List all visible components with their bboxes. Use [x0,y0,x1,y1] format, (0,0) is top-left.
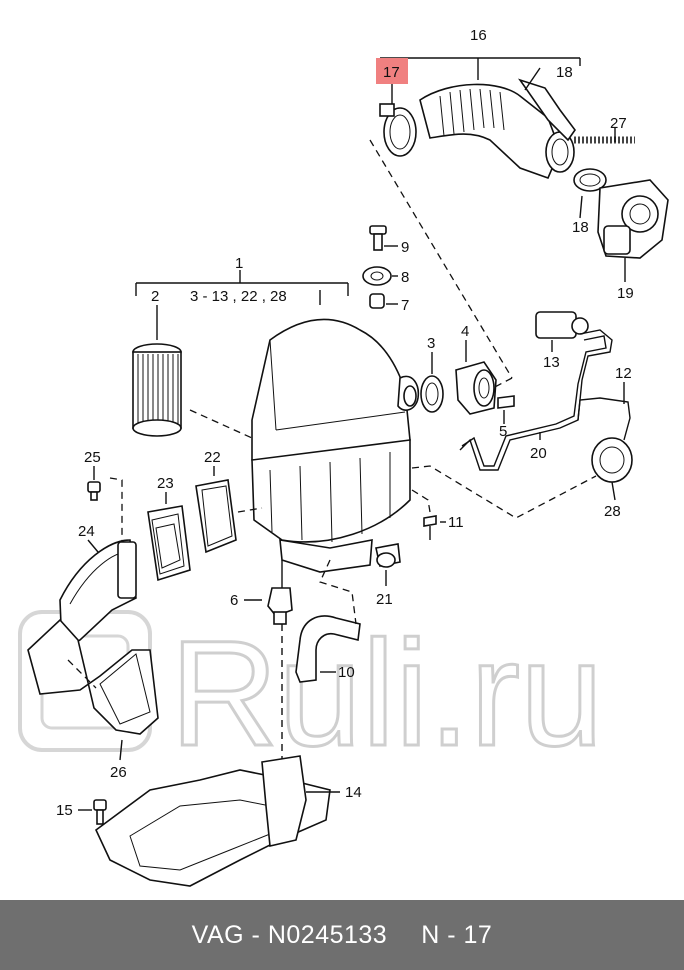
part-1-bracket [135,270,349,305]
callout-1-range: 3 - 13 , 22 , 28 [190,288,287,305]
part-28-vacuum-unit [591,437,633,501]
part-26-air-duct [27,618,159,761]
watermark-text: Ruli.ru [170,609,603,777]
part-11-screw [423,515,446,540]
position-label: N - 17 [421,920,493,949]
highlight-box [376,58,408,84]
callout-22: 22 [204,449,221,466]
air-filter-housing [251,318,420,573]
part-number-footer: VAG - N0245133 N - 17 [0,900,684,970]
part-22-seal [195,466,237,554]
part-23-seal [147,492,191,582]
callout-14: 14 [345,784,362,801]
watermark: Ruli.ru [18,608,605,779]
callout-12: 12 [615,365,632,382]
part-number: VAG - N0245133 [191,920,388,949]
callout-19: 19 [617,285,634,302]
callout-8: 8 [401,269,409,286]
part-5-screw [497,395,515,424]
callout-23: 23 [157,475,174,492]
part-15-screw [78,799,107,825]
part-14-mounting-bracket [94,755,340,887]
callout-16: 16 [470,27,487,44]
part-6-drain-valve [244,560,293,625]
callout-28: 28 [604,503,621,520]
callout-15: 15 [56,802,73,819]
callout-21: 21 [376,591,393,608]
part-20-vacuum-hose [459,329,631,471]
part-7-nut [369,293,398,309]
callout-20: 20 [530,445,547,462]
callout-10: 10 [338,664,355,681]
callout-1: 1 [235,255,243,272]
part-3-o-ring [420,352,444,413]
part-21-clip [375,543,401,586]
part-25-screw [87,466,101,501]
callout-13: 13 [543,354,560,371]
callout-26: 26 [110,764,127,781]
callout-24: 24 [78,523,95,540]
callout-4: 4 [461,323,469,340]
part-13-solenoid-valve [535,311,589,352]
part-10-drain-hose [295,615,361,683]
part-17-hose-clamp [376,58,417,157]
callout-5: 5 [499,423,507,440]
part-18-clamps [524,67,607,219]
part-19-throttle-body [597,179,669,282]
callout-2: 2 [151,288,159,305]
callout-6: 6 [230,592,238,609]
part-27-cable [574,128,635,144]
callout-18-bottom: 18 [572,219,589,236]
callout-7: 7 [401,297,409,314]
callout-25: 25 [84,449,101,466]
part-24-air-duct [59,539,137,652]
part-8-grommet [362,266,398,286]
part-2-air-filter [132,305,182,437]
callout-27: 27 [610,115,627,132]
part-4-air-flow-meter [455,340,497,415]
part-9-bolt [369,225,398,251]
part-16-intake-hose [379,57,581,180]
callout-11: 11 [448,514,464,531]
parts-diagram: Ruli.ru [18,27,669,887]
callout-18-top: 18 [556,64,573,81]
callout-3: 3 [427,335,435,352]
callout-17: 17 [383,64,400,81]
callout-9: 9 [401,239,409,256]
